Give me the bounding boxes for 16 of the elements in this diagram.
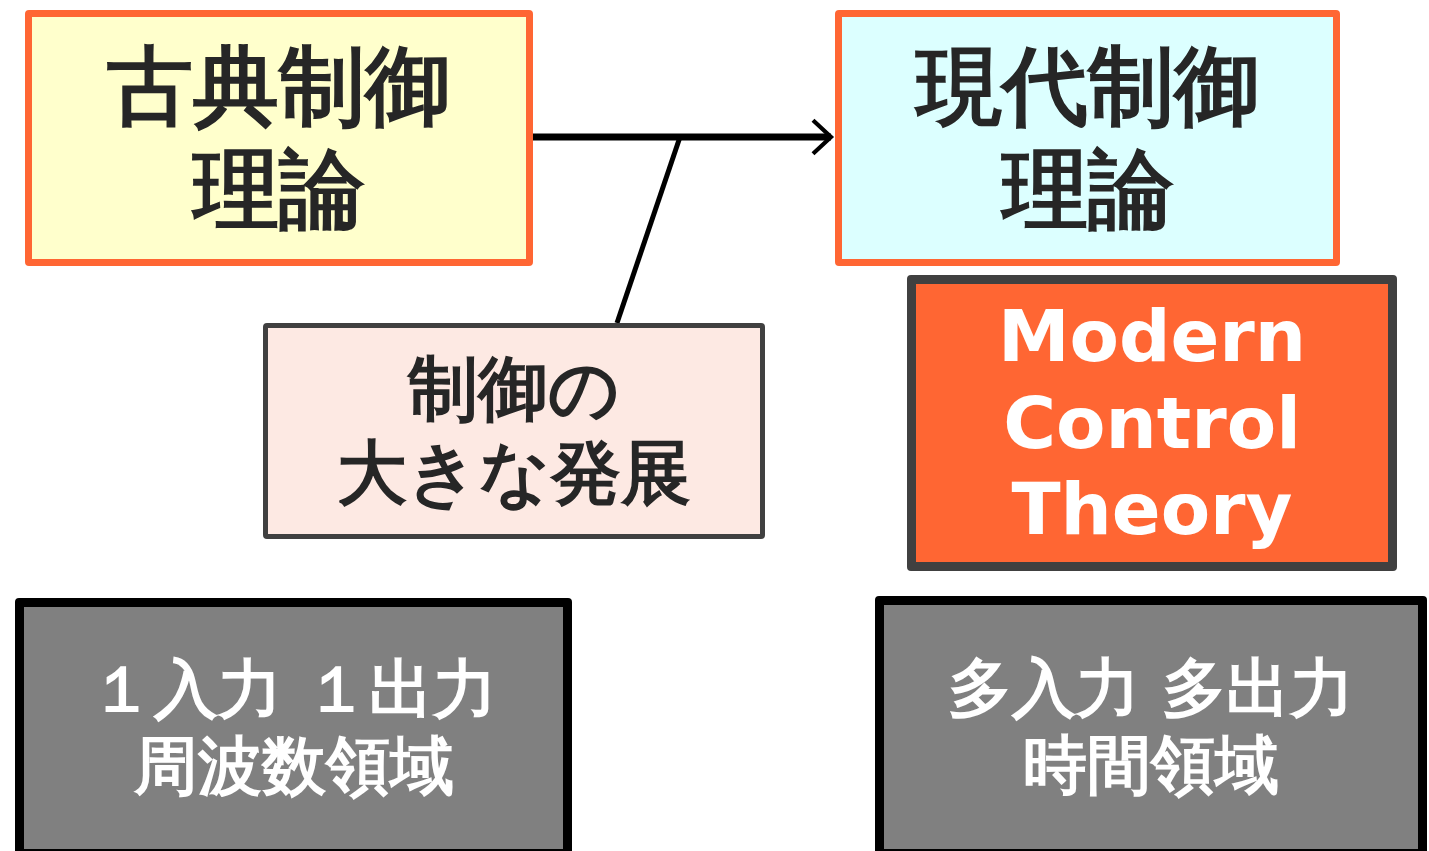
box-text: １入力 １出力 xyxy=(90,651,497,728)
feature-box xyxy=(875,596,1427,851)
box-text: 多入力 多出力 xyxy=(947,650,1355,727)
feature-box xyxy=(15,598,572,851)
box-text: Modern Control Theory xyxy=(997,293,1307,553)
title-box xyxy=(25,10,533,266)
title-box xyxy=(907,275,1397,571)
arrow xyxy=(533,118,834,156)
title-box xyxy=(835,10,1340,266)
box-text: 大きな発展 xyxy=(337,431,691,515)
box-text: 古典制御理論 xyxy=(106,34,452,241)
box-text: 周波数領域 xyxy=(133,728,454,805)
box-text: 時間領域 xyxy=(1023,727,1279,804)
box-text: 現代制御理論 xyxy=(913,34,1261,241)
box-text: 制御の xyxy=(408,347,620,431)
note-box xyxy=(263,323,765,539)
